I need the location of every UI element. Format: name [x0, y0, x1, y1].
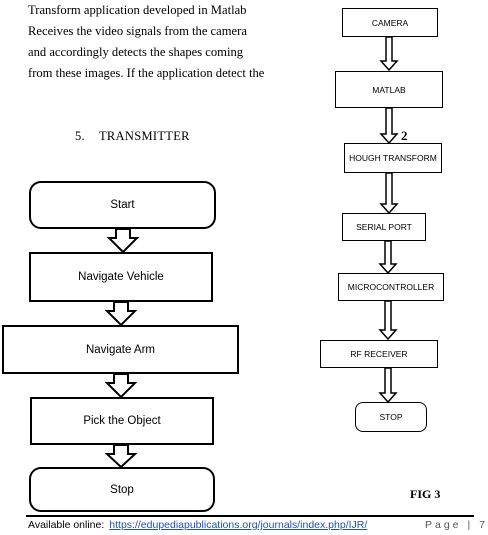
page-number: Page | 7 [425, 519, 488, 531]
paragraph-line: Receives the video signals from the came… [28, 24, 247, 38]
block-serial-port-label: SERIAL PORT [356, 222, 412, 232]
arrow-number-label: 2 [401, 128, 408, 143]
flow-start-label: Start [110, 199, 135, 211]
flow-navigate-arm: Navigate Arm [2, 325, 239, 374]
flow-navigate-vehicle: Navigate Vehicle [29, 252, 213, 302]
footer-prefix: Available online: [28, 519, 105, 531]
block-matlab-label: MATLAB [372, 84, 406, 95]
paragraph-line: Transform application developed in Matla… [28, 3, 247, 17]
journal-link[interactable]: https://edupediapublications.org/journal… [109, 519, 368, 531]
block-stop: STOP [355, 402, 427, 432]
block-rf-receiver-label: RF RECEIVER [350, 349, 408, 359]
flow-start: Start [29, 181, 216, 229]
footer: Available online: https://edupediapublica… [28, 519, 367, 531]
block-camera-label: CAMERA [371, 17, 409, 28]
section-title: TRANSMITTER [98, 129, 190, 143]
left-arrow-1 [106, 228, 140, 254]
right-arrow-5 [378, 300, 398, 341]
right-arrow-4 [378, 240, 398, 275]
flow-pick-object-label: Pick the Object [83, 415, 161, 427]
block-camera: CAMERA [342, 8, 438, 37]
right-arrow-2 [379, 107, 399, 145]
block-hough-transform-label: HOUGH TRANSFORM [349, 153, 437, 163]
block-stop-label: STOP [379, 412, 403, 422]
right-arrow-6 [378, 367, 398, 404]
left-arrow-2 [104, 301, 138, 327]
body-paragraph: Transform application developed in Matla… [28, 0, 265, 84]
block-rf-receiver: RF RECEIVER [320, 340, 438, 368]
flow-navigate-arm-label: Navigate Arm [85, 343, 156, 356]
block-matlab: MATLAB [335, 71, 443, 108]
left-arrow-3 [104, 373, 138, 399]
left-arrow-4 [104, 444, 138, 469]
block-hough-transform: HOUGH TRANSFORM [344, 143, 442, 173]
right-arrow-1 [379, 36, 399, 72]
right-arrow-3 [379, 172, 399, 215]
paragraph-line: from these images. If the application de… [28, 66, 265, 80]
flow-stop-label: Stop [110, 483, 134, 496]
flow-navigate-vehicle-label: Navigate Vehicle [78, 271, 164, 283]
section-number: 5. [75, 129, 85, 143]
block-serial-port: SERIAL PORT [342, 213, 426, 241]
paragraph-line: and accordingly detects the shapes comin… [28, 45, 244, 59]
figure-label: FIG 3 [410, 487, 441, 501]
block-microcontroller-label: MICROCONTROLLER [347, 282, 435, 292]
block-microcontroller: MICROCONTROLLER [338, 273, 444, 301]
footer-divider [26, 515, 474, 517]
section-heading: 5. TRANSMITTER [75, 129, 190, 144]
flow-stop: Stop [29, 467, 215, 512]
flow-pick-object: Pick the Object [30, 397, 214, 445]
